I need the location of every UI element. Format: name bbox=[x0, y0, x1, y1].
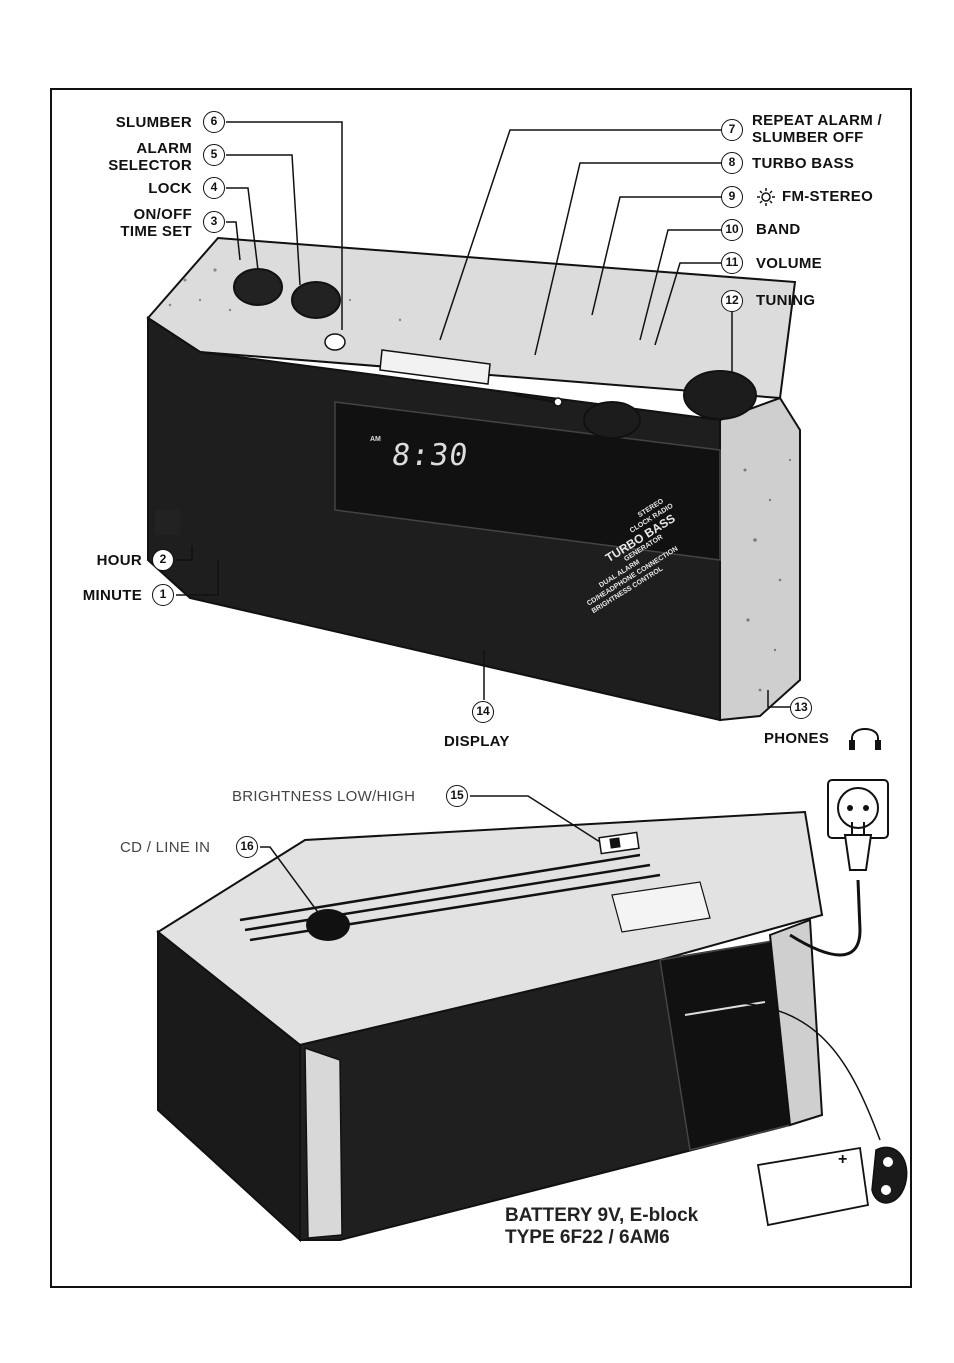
tuning-knob bbox=[683, 370, 757, 420]
callout-9: 9 bbox=[721, 186, 743, 208]
cd-line-in-socket bbox=[306, 909, 350, 941]
label-sticker bbox=[611, 881, 711, 933]
power-plug bbox=[843, 834, 873, 871]
label-alarm-selector-1: ALARM bbox=[136, 140, 192, 157]
label-brightness: BRIGHTNESS LOW/HIGH bbox=[232, 788, 416, 805]
callout-3: 3 bbox=[203, 211, 225, 233]
label-slumber: SLUMBER bbox=[115, 114, 192, 131]
callout-6: 6 bbox=[203, 111, 225, 133]
side-texture bbox=[743, 458, 792, 692]
alarm-selector-knob bbox=[291, 281, 341, 319]
label-onoff-2: TIME SET bbox=[120, 223, 192, 240]
repeat-alarm-bar bbox=[379, 349, 491, 385]
lcd-am-indicator: AM bbox=[370, 436, 381, 443]
headphones-icon bbox=[851, 728, 879, 748]
callout-4: 4 bbox=[203, 177, 225, 199]
volume-knob bbox=[583, 401, 641, 439]
onoff-knob bbox=[233, 268, 283, 306]
callout-16: 16 bbox=[236, 836, 258, 858]
label-fm-stereo: FM-STEREO bbox=[782, 188, 874, 205]
diagram-frame bbox=[50, 88, 912, 1288]
callout-8: 8 bbox=[721, 152, 743, 174]
battery-caption: BATTERY 9V, E-block TYPE 6F22 / 6AM6 bbox=[505, 1205, 698, 1249]
label-tuning: TUNING bbox=[756, 292, 816, 309]
back-right-plate bbox=[768, 918, 824, 1127]
callout-11: 11 bbox=[721, 252, 743, 274]
battery bbox=[756, 1146, 870, 1227]
lcd-time: 8:30 bbox=[389, 438, 471, 473]
battery-wire bbox=[739, 1002, 881, 1141]
label-onoff-1: ON/OFF bbox=[133, 206, 192, 223]
label-cd-line-in: CD / LINE IN bbox=[120, 839, 211, 856]
callout-14: 14 bbox=[472, 701, 494, 723]
label-hour: HOUR bbox=[96, 552, 142, 569]
leader-lines-top bbox=[176, 121, 790, 708]
callout-13: 13 bbox=[790, 697, 812, 719]
label-lock: LOCK bbox=[148, 180, 192, 197]
label-phones: PHONES bbox=[764, 730, 830, 747]
battery-snap bbox=[871, 1146, 908, 1204]
battery-plus-sign: + bbox=[838, 1151, 848, 1168]
callout-7: 7 bbox=[721, 119, 743, 141]
sun-icon bbox=[757, 188, 775, 206]
callout-10: 10 bbox=[721, 219, 743, 241]
label-repeat-alarm-1: REPEAT ALARM / bbox=[752, 112, 883, 129]
display-window bbox=[334, 401, 721, 561]
label-volume: VOLUME bbox=[756, 255, 822, 272]
label-turbo-bass: TURBO BASS bbox=[752, 155, 855, 172]
callout-1: 1 bbox=[152, 584, 174, 606]
battery-line-2: TYPE 6F22 / 6AM6 bbox=[505, 1227, 670, 1248]
callout-5: 5 bbox=[203, 144, 225, 166]
label-display: DISPLAY bbox=[444, 733, 510, 750]
slumber-button bbox=[324, 333, 346, 351]
radio-side-panel bbox=[719, 396, 801, 722]
top-texture bbox=[168, 268, 402, 322]
leader-lines-bottom bbox=[260, 795, 601, 916]
callout-12: 12 bbox=[721, 290, 743, 312]
callout-15: 15 bbox=[446, 785, 468, 807]
label-repeat-alarm-2: SLUMBER OFF bbox=[752, 129, 864, 146]
power-cable bbox=[789, 879, 862, 957]
label-minute: MINUTE bbox=[82, 587, 142, 604]
battery-line-1: BATTERY 9V, E-block bbox=[505, 1205, 699, 1226]
label-band: BAND bbox=[756, 221, 801, 238]
label-alarm-selector-2: SELECTOR bbox=[108, 157, 192, 174]
callout-2: 2 bbox=[152, 549, 174, 571]
